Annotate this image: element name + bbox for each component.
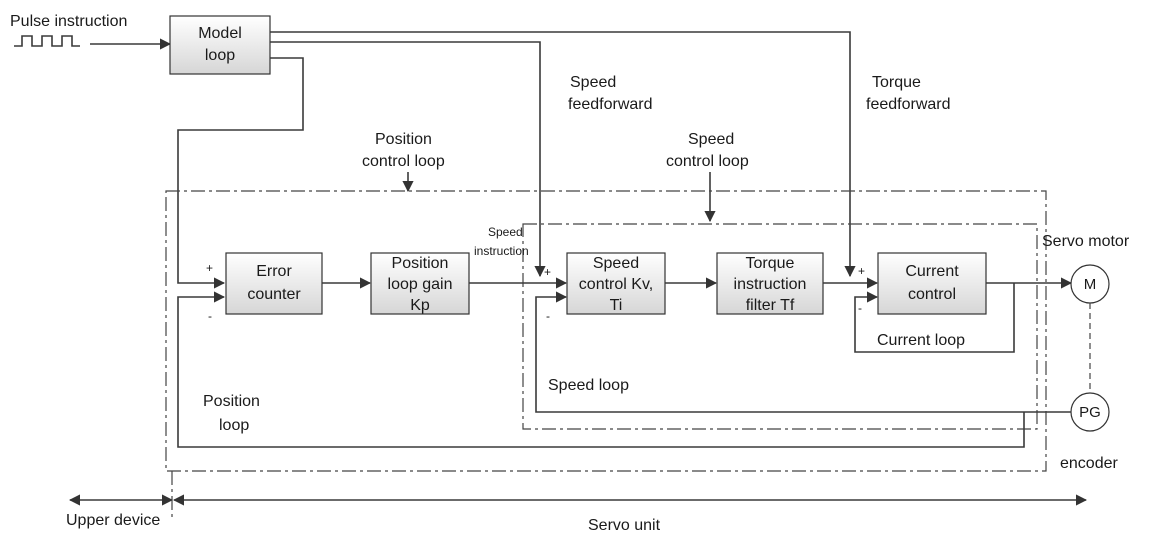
position-loop-gain-block: Position loop gain Kp [370,252,470,315]
position-loop-label: Position [203,393,260,410]
error-counter-minus-sign: - [208,309,212,323]
position-control-loop-label: Position [375,131,432,148]
svg-text:Torque: Torque [746,255,795,272]
speed-loop-feedback [535,291,1071,413]
position-loop-label-2: loop [219,417,249,434]
position-loop-feedback [177,291,1025,448]
servo-unit-label: Servo unit [588,517,661,534]
current-loop-feedback [854,283,1015,353]
pulse-instruction-label: Pulse instruction [10,13,127,30]
svg-text:control: control [908,286,956,303]
speed-minus-sign: - [546,309,550,323]
position-control-boundary [165,190,1047,472]
torque-filter-block: Torque instruction filter Tf [716,252,824,315]
speed-feedforward-label-2: feedforward [568,96,653,113]
position-control-loop-label-2: control loop [362,153,445,170]
motor-m-label: M [1084,276,1097,293]
encoder-label: encoder [1060,455,1118,472]
encoder-pg-label: PG [1079,404,1101,421]
torque-feedforward-line [270,31,856,278]
svg-text:Error: Error [256,263,292,280]
speed-control-block: Speed control Kv, Ti [566,252,666,315]
svg-text:Current: Current [905,263,959,280]
error-counter-block: Error counter [225,252,323,315]
servo-motor-label: Servo motor [1042,233,1130,250]
svg-text:loop: loop [205,47,235,64]
speed-feedforward-label: Speed [570,74,616,91]
svg-text:Model: Model [198,25,242,42]
speed-control-loop-label: Speed [688,131,734,148]
current-minus-sign: - [858,301,862,315]
error-counter-plus-sign: + [206,261,213,275]
current-plus-sign: + [858,264,865,278]
speed-loop-label: Speed loop [548,377,629,394]
torque-feedforward-label-2: feedforward [866,96,951,113]
svg-text:instruction: instruction [734,276,807,293]
upper-device-label: Upper device [66,512,160,529]
model-loop-block: Model loop [169,15,271,75]
svg-text:Position: Position [392,255,449,272]
svg-text:counter: counter [247,286,301,303]
speed-plus-sign: + [544,265,551,279]
torque-feedforward-label: Torque [872,74,921,91]
current-control-block: Current control [877,252,987,315]
svg-text:Speed: Speed [593,255,639,272]
position-command-line [177,57,304,289]
speed-control-loop-label-2: control loop [666,153,749,170]
speed-feedforward-line [270,41,546,278]
current-loop-label: Current loop [877,332,965,349]
svg-text:filter Tf: filter Tf [746,297,795,314]
speed-instruction-label: Speed [488,225,523,239]
pulse-waveform-icon [14,35,80,47]
svg-text:control Kv,: control Kv, [579,276,653,293]
svg-text:Ti: Ti [610,297,623,314]
svg-text:Kp: Kp [410,297,430,314]
speed-control-boundary [522,223,1038,430]
svg-text:loop gain: loop gain [388,276,453,293]
speed-instruction-label-2: instruction [474,244,529,258]
